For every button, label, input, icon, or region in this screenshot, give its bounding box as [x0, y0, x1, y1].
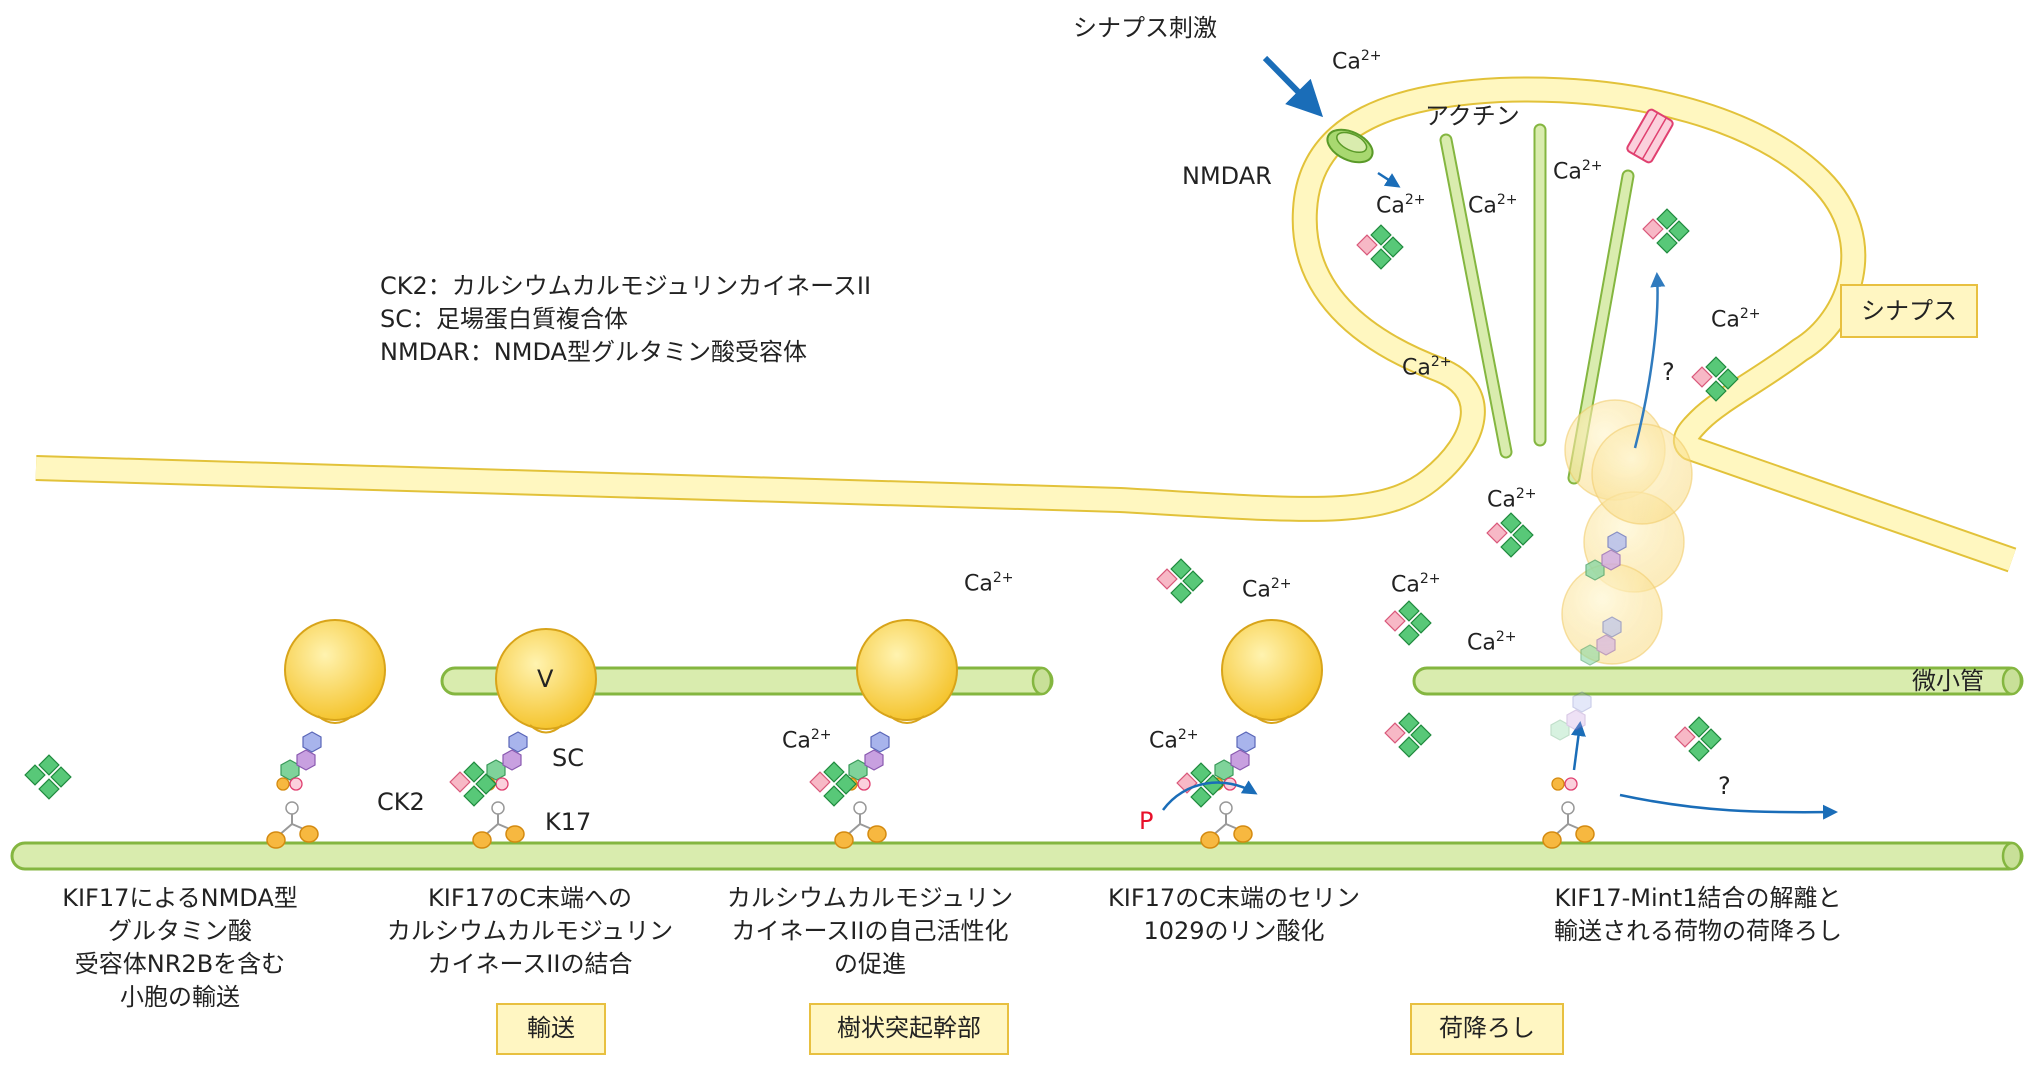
question-label: ?: [1718, 772, 1731, 800]
stimulus-arrow: [1262, 55, 1324, 118]
membrane-outline: [35, 78, 2016, 571]
legend: CK2：カルシウムカルモジュリンカイネースII SC：足場蛋白質複合体 NMDA…: [380, 270, 871, 369]
calcium-label: Ca2+: [1711, 306, 1761, 333]
caption-stage-3: カルシウムカルモジュリン カイネースIIの自己活性化 の促進: [726, 884, 1014, 978]
ck2-free-9: [1674, 716, 1722, 762]
ck2-free-3: [1642, 208, 1690, 254]
microtubule-label: 微小管: [1912, 667, 1984, 695]
stimulus-label: シナプス刺激: [1073, 14, 1217, 42]
ck2-free-1: [24, 754, 72, 800]
ck2-free-7: [1384, 600, 1432, 646]
nmdar-label: NMDAR: [1182, 162, 1272, 190]
motor-stage-5: [1542, 721, 1838, 849]
caption-stage-1: KIF17によるNMDA型 グルタミン酸 受容体NR2Bを含む 小胞の輸送: [62, 884, 298, 1011]
legend-line: NMDAR：NMDA型グルタミン酸受容体: [380, 338, 807, 366]
actin-filaments: [1439, 123, 1635, 485]
motor-stage-3: [809, 619, 958, 849]
sc-label: SC: [552, 744, 584, 772]
caption-stage-2: KIF17のC末端への カルシウムカルモジュリン カイネースIIの結合: [386, 884, 674, 978]
phospho-label: P: [1139, 807, 1154, 835]
motor-stage-4: [1161, 619, 1323, 849]
calcium-label: Ca2+: [1376, 192, 1426, 219]
calcium-label: Ca2+: [1468, 192, 1518, 219]
calcium-label: Ca2+: [1391, 571, 1441, 598]
calcium-label: Ca2+: [1467, 629, 1517, 656]
transport-tag: 輸送: [496, 1003, 606, 1055]
actin-label: アクチン: [1425, 102, 1520, 130]
calcium-label: Ca2+: [782, 727, 832, 754]
caption-stage-4: KIF17のC末端のセリン 1029のリン酸化: [1108, 884, 1360, 945]
motor-stage-1: [266, 619, 386, 849]
calcium-influx-arrow: [1377, 171, 1401, 188]
microtubule-upper-right: [1412, 666, 2024, 696]
ck2-free-6: [1156, 558, 1204, 604]
k17-label: K17: [545, 808, 592, 836]
ghost-vesicles: [1550, 272, 1693, 741]
legend-line: SC：足場蛋白質複合体: [380, 305, 628, 333]
dendrite-tag: 樹状突起幹部: [809, 1003, 1009, 1055]
question-label: ?: [1662, 358, 1675, 386]
calcium-label: Ca2+: [1487, 486, 1537, 513]
calcium-label: Ca2+: [1242, 576, 1292, 603]
pink-receptor: [1626, 108, 1674, 164]
nmdar-channel: [1326, 128, 1374, 164]
calcium-label: Ca2+: [964, 570, 1014, 597]
ck2-label: CK2: [377, 788, 425, 816]
calcium-label: Ca2+: [1553, 158, 1603, 185]
motor-stage-2: [449, 628, 597, 849]
calcium-label: Ca2+: [1332, 48, 1382, 75]
ck2-free-5: [1486, 512, 1534, 558]
ck2-free-2: [1356, 224, 1404, 270]
calcium-label: Ca2+: [1402, 354, 1452, 381]
calcium-label: Ca2+: [1149, 727, 1199, 754]
legend-line: CK2：カルシウムカルモジュリンカイネースII: [380, 272, 872, 300]
caption-stage-5: KIF17-Mint1結合の解離と 輸送される荷物の荷降ろし: [1554, 884, 1842, 945]
unloading-tag: 荷降ろし: [1410, 1003, 1564, 1055]
ck2-free-8: [1384, 712, 1432, 758]
vesicle-label: V: [537, 665, 554, 693]
synapse-tag: シナプス: [1840, 284, 1978, 338]
microtubule-main: [10, 841, 2024, 871]
